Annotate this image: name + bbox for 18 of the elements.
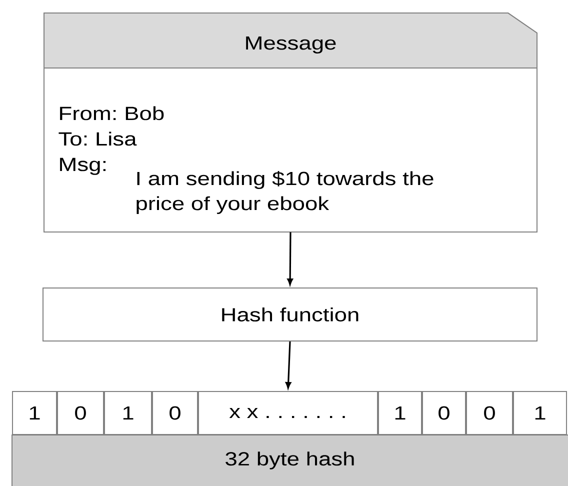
process-box: Hash function — [42, 287, 538, 342]
message-line: I am sending $10 towards the price of your ebook — [136, 171, 434, 214]
message-line: From: Bob — [60, 106, 164, 120]
arrow — [287, 232, 293, 286]
bit-cell: 1 — [12, 390, 57, 435]
bit-cell: 1 — [104, 390, 152, 435]
hash-block: 32 byte hash — [12, 434, 568, 486]
bit-cell: 0 — [152, 390, 198, 435]
bit-cell: 0 — [422, 390, 466, 435]
bit-cell: 1 — [378, 390, 422, 435]
message-box — [44, 12, 538, 232]
bit-cell: 0 — [57, 390, 104, 435]
bit-cell: 1 — [513, 390, 567, 435]
heading-text: Message — [246, 36, 336, 54]
bit-cell: 0 — [466, 390, 513, 435]
message-line: To: Lisa — [58, 132, 137, 146]
message-line: Msg: — [60, 158, 106, 175]
arrow — [285, 341, 292, 389]
